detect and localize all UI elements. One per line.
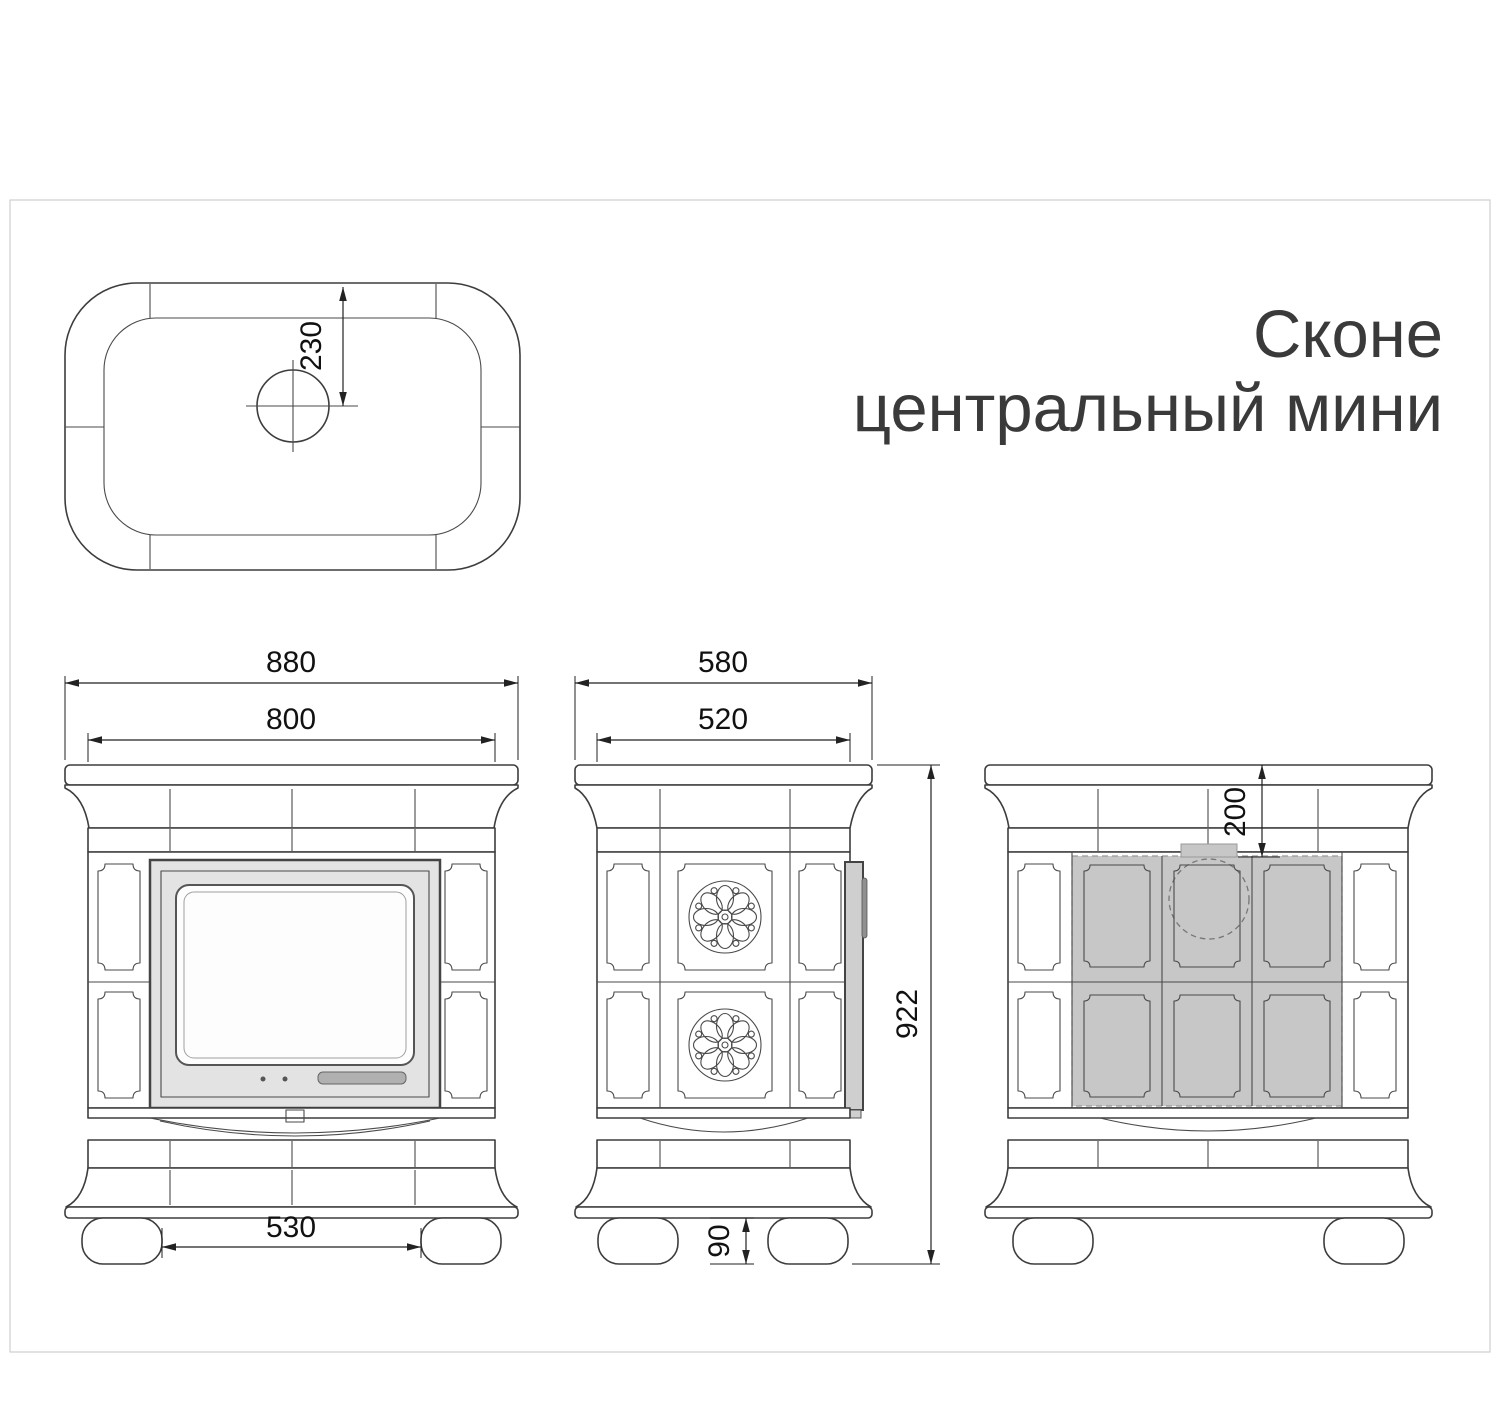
air-control-dot [282,1076,288,1082]
fire-door [148,858,442,1110]
dim-front-body-width: 800 [87,703,496,762]
back-plinth [985,1167,1432,1208]
front-apron-curves [149,1117,441,1137]
front-base-joints [169,1141,416,1167]
side-top-slab [574,764,873,786]
front-cornice-joints [169,789,416,827]
side-right-foot [767,1217,849,1265]
dim-front-overall-width: 880 [64,646,519,760]
door-handle-rod [861,877,868,939]
dim-top-flue-offset-label: 230 [295,321,328,371]
front-top-slab [64,764,519,786]
front-lower-band [87,1107,496,1119]
front-right-foot [420,1217,502,1265]
side-apron-curve [639,1117,809,1133]
dim-back-flue-offset-label: 200 [1219,787,1252,837]
dim-overall-height: 922 [852,764,940,1265]
dim-side-body-depth-label: 520 [698,703,748,736]
side-base-band [596,1139,851,1169]
back-top-slab [984,764,1433,786]
dim-front-feet-span-label: 530 [266,1211,316,1244]
door-edge-profile [844,861,864,1111]
flue-centerlines [246,360,358,452]
dim-side-body-depth: 520 [596,703,851,762]
front-left-foot [81,1217,163,1265]
back-bottom-slab [984,1206,1433,1219]
dim-front-body-width-label: 800 [266,703,316,736]
side-view: 580 520 922 90 [574,646,940,1265]
drawing-title: Сконе центральный мини [853,297,1443,446]
side-base-joints [659,1141,791,1167]
sheet-border [9,199,1491,1353]
back-base-joints [1097,1141,1319,1167]
back-body-joints [1008,852,1408,1108]
flue-outlet-dashed-circle [1168,858,1250,940]
side-plinth [575,1167,872,1208]
front-view: 880 800 530 [64,646,519,1265]
front-latch [285,1109,305,1123]
dim-front-feet-span: 530 [161,1211,422,1258]
dim-back-flue-offset: 200 [1219,765,1280,858]
side-bottom-slab [574,1206,873,1219]
dim-foot-height: 90 [703,1217,754,1265]
back-apron-curve [1099,1117,1317,1132]
side-lower-band [596,1107,851,1119]
dim-overall-height-label: 922 [891,989,924,1039]
back-left-foot [1012,1217,1094,1265]
side-door-edge [844,861,868,1119]
back-lower-band [1007,1107,1409,1119]
dim-foot-height-label: 90 [703,1224,736,1257]
back-view: 200 [984,764,1433,1265]
door-handle-bar [317,1071,407,1085]
dim-top-flue-offset: 230 [295,287,347,406]
side-left-foot [597,1217,679,1265]
side-body [596,851,851,1109]
plan-tile-joints [65,284,520,569]
door-glass [175,884,415,1066]
title-line1: Сконе [1253,297,1443,372]
air-control-dot [260,1076,266,1082]
front-neck-joints [169,829,416,851]
side-neck-joints [659,829,791,851]
dim-side-overall-depth: 580 [574,646,873,760]
dim-side-overall-depth-label: 580 [698,646,748,679]
heat-exchange-zone [1071,855,1343,1107]
plan-view: 230 [64,282,521,571]
back-cornice-joints [1097,789,1319,827]
side-body-joints [597,852,850,1108]
door-glass-inner-line [183,891,407,1059]
dim-front-overall-width-label: 880 [266,646,316,679]
title-line2: центральный мини [853,371,1443,446]
side-neck-band [596,827,851,853]
flue-stub-tab [1180,843,1238,858]
side-cornice [574,784,873,829]
fire-door-inner-frame [160,870,430,1098]
back-right-foot [1323,1217,1405,1265]
front-bottom-slab [64,1206,519,1219]
front-plinth-joints [169,1170,416,1205]
side-cornice-joints [659,789,791,827]
